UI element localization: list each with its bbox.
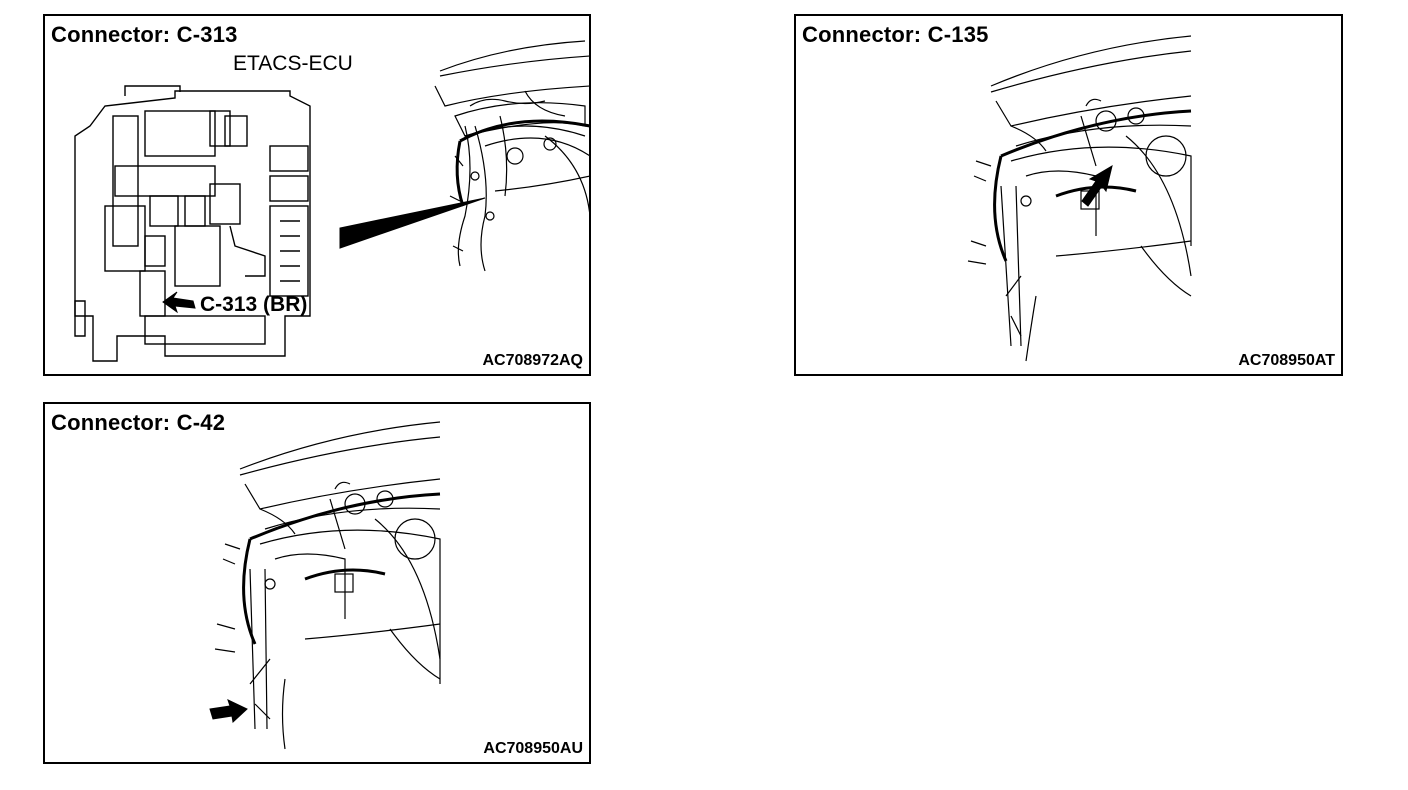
dashboard-harness-diagram	[209, 421, 441, 750]
dashboard-harness-diagram	[967, 35, 1192, 362]
connector-callout-label: C-313 (BR)	[200, 293, 308, 316]
figure-code: AC708950AT	[1238, 352, 1335, 369]
connector-panel-c313: Connector: C-313 ETACS-ECU C-313 (BR) AC…	[43, 14, 591, 376]
panel-title: Connector: C-313	[51, 22, 238, 47]
component-label: ETACS-ECU	[233, 52, 353, 75]
panel-title: Connector: C-42	[51, 410, 226, 435]
connector-panel-c42: Connector: C-42 AC708950AU	[43, 402, 591, 764]
figure-code: AC708972AQ	[482, 352, 584, 369]
panel-title: Connector: C-135	[802, 22, 989, 47]
figure-code: AC708950AU	[483, 740, 583, 757]
etacs-ecu-diagram	[74, 40, 589, 362]
connector-panel-c135: Connector: C-135 AC708950AT	[794, 14, 1343, 376]
